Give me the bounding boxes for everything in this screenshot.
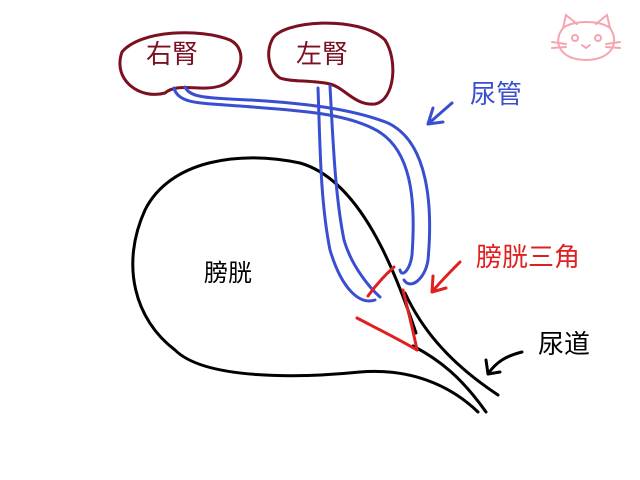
right-ureter (172, 86, 415, 275)
right-ureter-inner (183, 85, 432, 286)
urethra-line-upper (403, 291, 500, 397)
bladder-outline (131, 156, 480, 414)
trigone-right-edge (401, 288, 419, 352)
urethra-line-lower (411, 344, 488, 414)
left-kidney-shape (267, 21, 395, 106)
left-ureter (316, 86, 377, 303)
left-kidney-label: 左腎 (296, 40, 349, 70)
ureter-label: 尿管 (470, 80, 523, 110)
trigone-left-edge (366, 265, 396, 298)
trigone-bottom-edge (355, 316, 419, 352)
right-kidney-shape (118, 31, 243, 96)
left-ureter-inner (328, 84, 382, 299)
urethra-label: 尿道 (538, 330, 591, 360)
urethra-arrow-icon (484, 350, 524, 376)
cat-face-icon (551, 13, 621, 62)
ureter-arrow-icon (426, 101, 454, 126)
bladder-label: 膀胱 (204, 259, 252, 287)
trigone-label: 膀胱三角 (476, 243, 581, 273)
trigone-arrow-icon (430, 260, 462, 294)
right-kidney-label: 右腎 (146, 40, 199, 70)
